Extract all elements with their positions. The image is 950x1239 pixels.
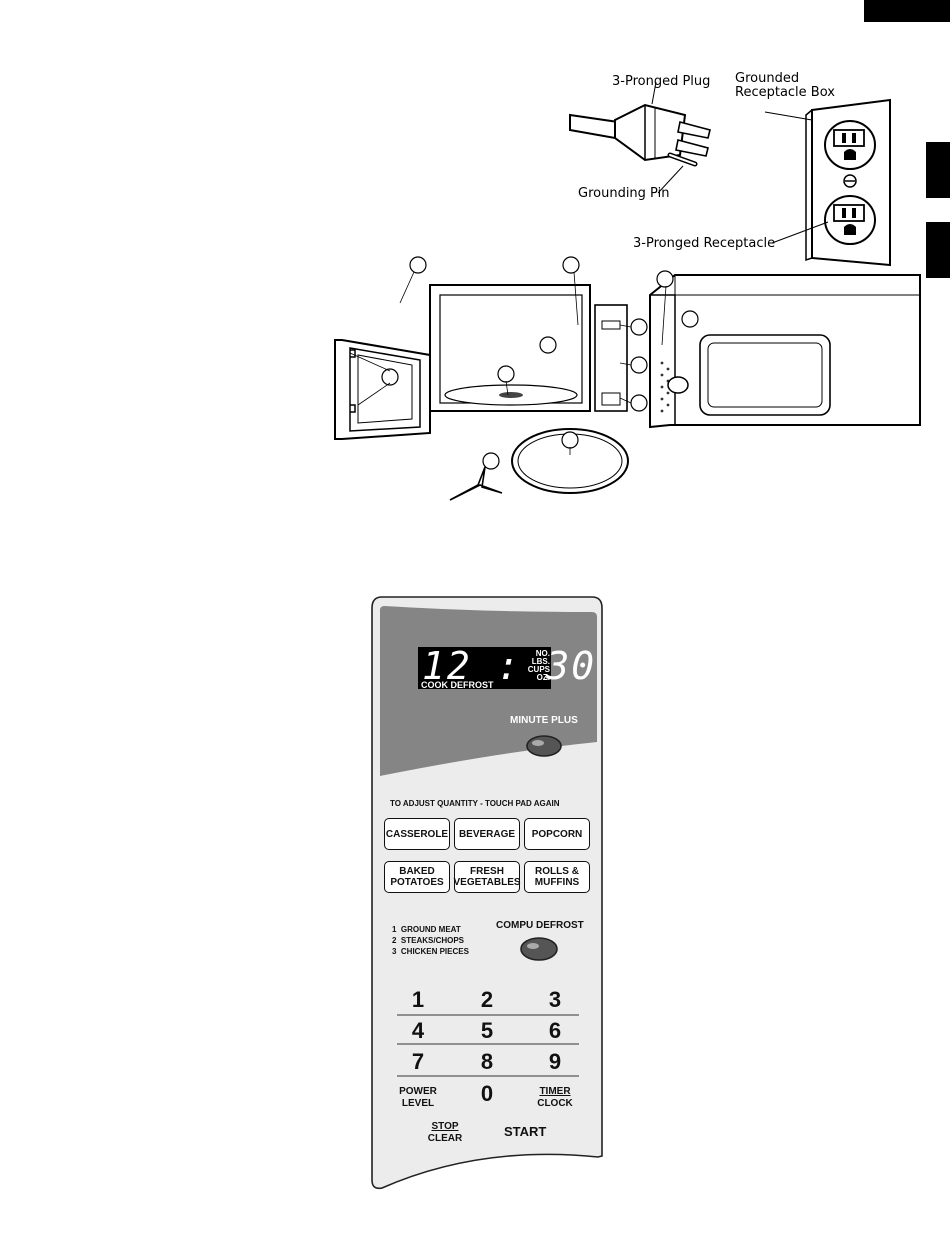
minute-plus-button[interactable] <box>525 734 563 758</box>
number-5-button[interactable]: 5 <box>480 1018 494 1043</box>
lcd-unit-oz: OZ. <box>536 673 550 682</box>
fresh-vegetables-button[interactable]: FRESH VEGETABLES <box>453 861 521 893</box>
stop-label: STOP <box>431 1121 459 1132</box>
lcd-modes: COOK DEFROST <box>421 680 494 690</box>
timer-clock-button[interactable]: TIMER CLOCK <box>530 1086 580 1110</box>
lcd-unit-no: NO. <box>535 649 550 658</box>
start-button[interactable]: START <box>504 1124 547 1139</box>
number-0-button[interactable]: 0 <box>480 1081 494 1106</box>
defrost-item-3: 3 CHICKEN PIECES <box>392 947 469 956</box>
timer-label: TIMER <box>539 1086 571 1097</box>
receptacle-label: 3-Pronged Receptacle <box>633 236 776 251</box>
lcd-unit-cups: CUPS <box>527 665 550 674</box>
popcorn-button[interactable]: POPCORN <box>524 818 590 850</box>
adjust-quantity-instruction: TO ADJUST QUANTITY - TOUCH PAD AGAIN <box>390 799 560 808</box>
number-9-button[interactable]: 9 <box>548 1049 562 1074</box>
box-label-line1: Grounded <box>735 71 800 86</box>
number-6-button[interactable]: 6 <box>548 1018 562 1043</box>
grounding-diagram <box>569 81 891 267</box>
lcd-unit-lbs: LBS. <box>531 657 550 666</box>
edge-tab-2 <box>926 222 950 278</box>
casserole-button[interactable]: CASSEROLE <box>384 818 450 850</box>
baked-potatoes-button[interactable]: BAKED POTATOES <box>384 861 450 893</box>
rolls-muffins-button[interactable]: ROLLS & MUFFINS <box>524 861 590 893</box>
edge-tab-1 <box>926 142 950 198</box>
power-level-button[interactable]: POWER LEVEL <box>392 1086 444 1110</box>
power-level-line1: POWER <box>399 1086 437 1097</box>
compu-defrost-button[interactable] <box>519 936 559 962</box>
clock-label: CLOCK <box>537 1098 573 1109</box>
clear-label: CLEAR <box>427 1133 463 1144</box>
number-8-button[interactable]: 8 <box>480 1049 494 1074</box>
number-2-button[interactable]: 2 <box>480 987 494 1012</box>
compu-defrost-label: COMPU DEFROST <box>496 920 584 931</box>
lcd-time: 12 : 30 <box>422 644 597 688</box>
plug-label: 3-Pronged Plug <box>612 74 711 89</box>
pin-label: Grounding Pin <box>578 186 670 201</box>
box-label-line2: Receptacle Box <box>735 85 835 100</box>
minute-plus-label: MINUTE PLUS <box>510 715 578 726</box>
beverage-button[interactable]: BEVERAGE <box>454 818 520 850</box>
defrost-item-2: 2 STEAKS/CHOPS <box>392 936 465 945</box>
page-corner-tab <box>864 0 950 22</box>
defrost-item-1: 1 GROUND MEAT <box>392 925 461 934</box>
power-level-line2: LEVEL <box>401 1098 435 1109</box>
number-4-button[interactable]: 4 <box>411 1018 425 1043</box>
number-1-button[interactable]: 1 <box>411 987 425 1012</box>
oven-parts-diagram <box>334 256 921 501</box>
number-3-button[interactable]: 3 <box>548 987 562 1012</box>
number-7-button[interactable]: 7 <box>411 1049 425 1074</box>
stop-clear-button[interactable]: STOP CLEAR <box>420 1121 470 1145</box>
